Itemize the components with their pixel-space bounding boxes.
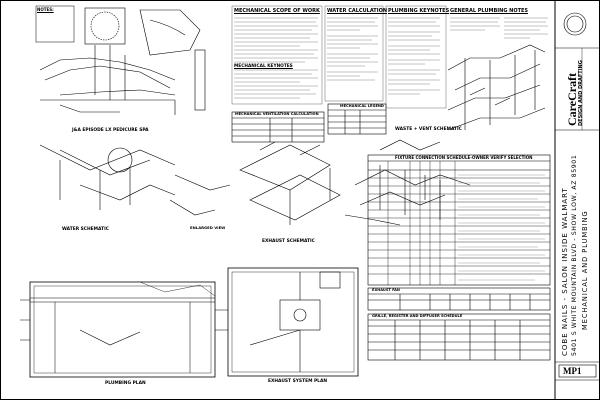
plumbing-plan-label: PLUMBING PLAN [105, 381, 146, 386]
fixture-schedule-heading: FIXTURE CONNECTION SCHEDULE-OWNER VERIFY… [395, 155, 533, 160]
water-schematic-label: WATER SCHEMATIC [62, 227, 109, 232]
mech-vent-calc-heading: MECHANICAL VENTILATION CALCULATION [235, 112, 319, 116]
exhaust-system-plan-label: EXHAUST SYSTEM PLAN [268, 379, 328, 384]
pedicure-spa-label: J&A EPISODE LX PEDICURE SPA [72, 128, 149, 133]
company-tagline: DESIGN AND DRAFTING [578, 60, 584, 126]
project-address: 5401 S WHITE MOUNTAIN BLVD - SHOW LOW, A… [571, 154, 578, 356]
mech-keynotes-heading: MECHANICAL KEYNOTES [234, 64, 293, 69]
water-calc-heading: WATER CALCULATION [327, 8, 388, 14]
exhaust-schematic-label: EXHAUST SCHEMATIC [262, 239, 315, 244]
enlarged-view-label: ENLARGED VIEW [190, 225, 226, 230]
waste-vent-label: WASTE + VENT SCHEMATIC [395, 127, 462, 132]
notes-title: NOTES: [37, 7, 54, 12]
sheet-title: MECHANICAL AND PLUMBING [581, 210, 589, 330]
mech-scope-heading: MECHANICAL SCOPE OF WORK [234, 8, 320, 14]
exhaust-fan-heading: EXHAUST FAN [372, 288, 400, 292]
mech-legend-heading: MECHANICAL LEGEND [340, 104, 384, 108]
grille-schedule-heading: GRILLE, REGISTER AND DIFFUSER SCHEDULE [372, 314, 463, 318]
plumbing-keynotes-heading: PLUMBING KEYNOTES [388, 8, 450, 14]
general-notes-heading: GENERAL PLUMBING NOTES [450, 8, 529, 14]
sheet-number: MP1 [563, 366, 582, 376]
project-name: COBE NAILS - SALON INSIDE WALMART [561, 187, 569, 356]
